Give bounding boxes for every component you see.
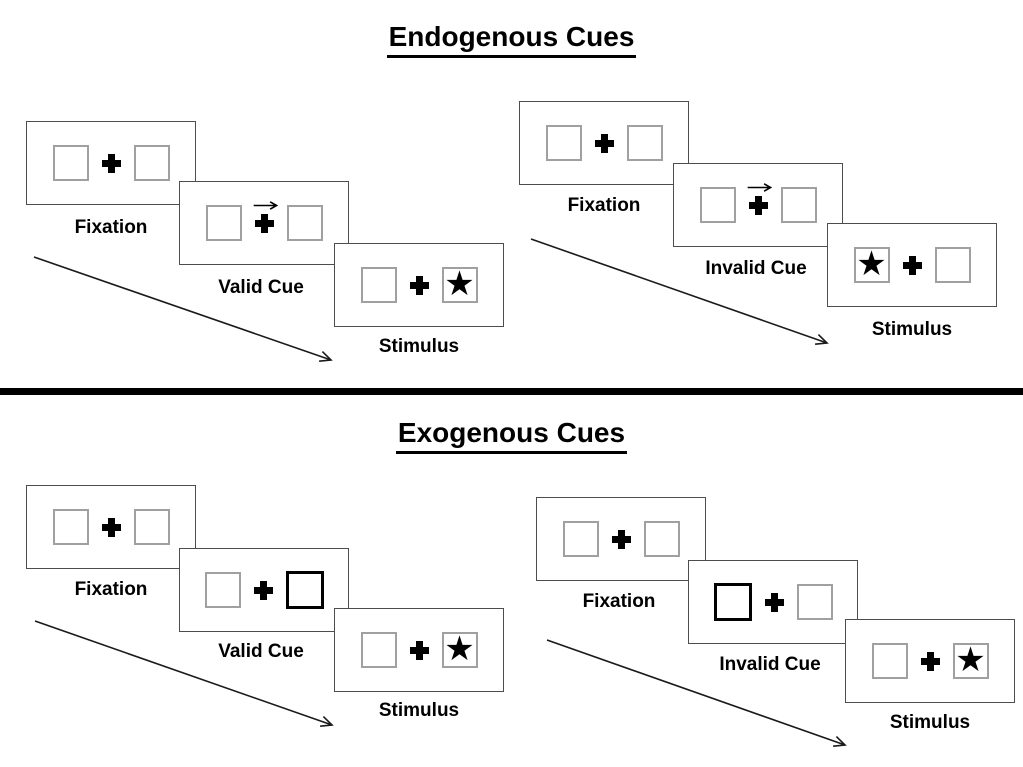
fixation-cross-icon (764, 592, 784, 612)
panel-label: Stimulus (378, 336, 460, 357)
right-target-box: ★ (441, 265, 478, 303)
left-placeholder-box (871, 643, 908, 679)
sequence-arrow-endogenous-valid (33, 256, 333, 362)
endogenous-section-header: Endogenous Cues (0, 21, 1023, 58)
panel-stimulus: ★ (334, 608, 504, 692)
left-placeholder-box (52, 509, 89, 545)
panel-label: Stimulus (889, 712, 971, 733)
panel-stimulus: ★ (334, 243, 504, 327)
cue-arrow-icon (253, 200, 279, 210)
fixation-cross-icon (920, 651, 940, 671)
sequence-arrow-endogenous-invalid (530, 238, 829, 345)
panel-label: Fixation (582, 591, 656, 612)
panel-label: Stimulus (378, 700, 460, 721)
fixation-cross-icon (101, 517, 121, 537)
right-placeholder-box (796, 584, 833, 620)
panel-label: Invalid Cue (719, 654, 821, 675)
fixation-cross-icon (101, 153, 121, 173)
left-placeholder-box (545, 125, 582, 161)
left-placeholder-box (360, 267, 397, 303)
right-target-box: ★ (952, 641, 989, 679)
fixation-cross-icon (902, 255, 922, 275)
star-icon: ★ (444, 630, 475, 668)
section-title-exogenous: Exogenous Cues (395, 417, 628, 454)
panel-label: Valid Cue (218, 277, 304, 298)
panel-label: Fixation (567, 195, 641, 216)
panel-fixation (536, 497, 706, 581)
panel-stimulus: ★ (827, 223, 997, 307)
right-highlighted-cue-box (285, 571, 324, 609)
panel-fixation (26, 485, 196, 569)
right-placeholder-box (286, 205, 323, 241)
star-icon: ★ (856, 245, 887, 283)
fixation-cross-icon (253, 580, 273, 600)
left-placeholder-box (205, 205, 242, 241)
fixation-cross-icon (253, 200, 279, 233)
panel-label: Fixation (74, 579, 148, 600)
left-placeholder-box (699, 187, 736, 223)
panel-label: Invalid Cue (705, 258, 807, 279)
panel-fixation (26, 121, 196, 205)
right-placeholder-box (626, 125, 663, 161)
panel-label: Stimulus (871, 319, 953, 340)
cue-arrow-icon (747, 182, 773, 192)
panel-valid-cue (179, 181, 349, 265)
panel-fixation (519, 101, 689, 185)
panel-invalid-cue (688, 560, 858, 644)
right-placeholder-box (133, 145, 170, 181)
right-placeholder-box (643, 521, 680, 557)
panel-label: Fixation (74, 217, 148, 238)
right-placeholder-box (133, 509, 170, 545)
star-icon: ★ (955, 641, 986, 679)
panel-invalid-cue (673, 163, 843, 247)
star-icon: ★ (444, 265, 475, 303)
right-placeholder-box (934, 247, 971, 283)
fixation-cross-icon (594, 133, 614, 153)
left-placeholder-box (562, 521, 599, 557)
fixation-cross-icon (747, 182, 773, 215)
panel-stimulus: ★ (845, 619, 1015, 703)
left-placeholder-box (204, 572, 241, 608)
fixation-cross-icon (409, 275, 429, 295)
fixation-cross-icon (409, 640, 429, 660)
left-placeholder-box (52, 145, 89, 181)
right-placeholder-box (780, 187, 817, 223)
left-placeholder-box (360, 632, 397, 668)
right-target-box: ★ (441, 630, 478, 668)
panel-valid-cue (179, 548, 349, 632)
section-title-endogenous: Endogenous Cues (386, 21, 637, 58)
exogenous-section-header: Exogenous Cues (0, 417, 1023, 454)
left-target-box: ★ (853, 245, 890, 283)
section-divider (0, 388, 1023, 395)
left-highlighted-cue-box (713, 583, 752, 621)
sequence-arrow-exogenous-valid (34, 620, 334, 727)
fixation-cross-icon (611, 529, 631, 549)
panel-label: Valid Cue (218, 641, 304, 662)
